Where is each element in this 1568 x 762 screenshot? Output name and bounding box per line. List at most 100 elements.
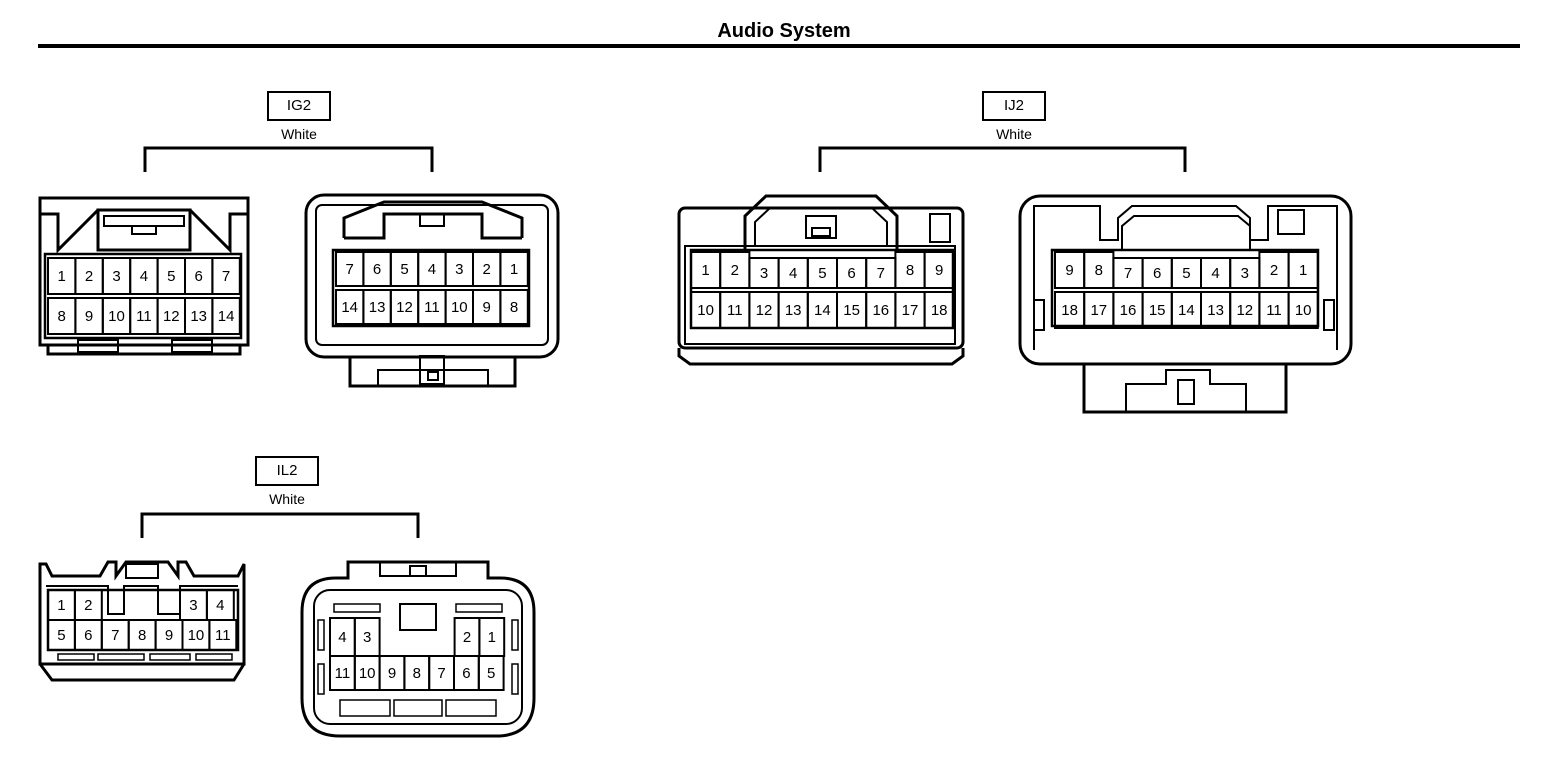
pin-il2-left-11: 11 xyxy=(208,619,238,651)
pin-number: 1 xyxy=(510,261,518,278)
pin-cavity xyxy=(211,297,241,335)
pin-number: 3 xyxy=(455,261,463,278)
pin-number: 2 xyxy=(463,629,471,646)
pin-number: 5 xyxy=(167,268,175,285)
pin-number: 7 xyxy=(1124,265,1132,282)
pin-number: 4 xyxy=(216,597,224,614)
pin-number: 18 xyxy=(931,302,948,319)
pin-il2-left-3: 3 xyxy=(179,589,208,621)
pin-ij2-left-1: 1 xyxy=(690,251,722,289)
pin-ij2-right-4: 4 xyxy=(1200,257,1232,289)
pin-il2-left-4: 4 xyxy=(205,589,235,621)
pin-ig2-left-7: 7 xyxy=(211,257,241,295)
pin-number: 5 xyxy=(1182,265,1190,282)
pin-ig2-left-8: 8 xyxy=(47,297,77,335)
pin-ig2-right-2: 2 xyxy=(472,251,502,287)
pin-number: 2 xyxy=(84,597,92,614)
pin-number: 4 xyxy=(789,265,797,282)
pin-number: 9 xyxy=(165,627,173,644)
pin-il2-left-8: 8 xyxy=(127,619,157,651)
pin-ij2-left-16: 16 xyxy=(865,291,897,329)
pin-number: 3 xyxy=(112,268,120,285)
pin-number: 13 xyxy=(785,302,802,319)
pin-il2-right-4: 4 xyxy=(329,617,356,657)
pin-ij2-left-6: 6 xyxy=(836,257,868,289)
pin-number: 7 xyxy=(111,627,119,644)
pin-number: 1 xyxy=(488,629,496,646)
pin-ij2-right-2: 2 xyxy=(1258,251,1290,289)
pin-number: 2 xyxy=(731,262,739,279)
pin-number: 10 xyxy=(359,665,376,682)
pin-il2-right-6: 6 xyxy=(453,655,480,691)
pin-ig2-right-4: 4 xyxy=(417,251,447,287)
pin-number: 12 xyxy=(1236,302,1253,319)
housing-il2-right xyxy=(300,560,536,738)
pin-ig2-right-6: 6 xyxy=(362,251,392,287)
pin-ij2-right-3: 3 xyxy=(1229,257,1261,289)
pin-il2-right-10: 10 xyxy=(353,655,381,691)
pin-ig2-left-12: 12 xyxy=(156,297,187,335)
pin-ij2-right-7: 7 xyxy=(1112,257,1144,289)
pin-ij2-right-14: 14 xyxy=(1170,291,1203,329)
pin-number: 1 xyxy=(58,268,66,285)
pin-number: 10 xyxy=(697,302,714,319)
pin-il2-left-9: 9 xyxy=(154,619,184,651)
pin-number: 12 xyxy=(163,308,180,325)
pin-il2-left-6: 6 xyxy=(73,619,103,651)
pin-ig2-left-10: 10 xyxy=(101,297,132,335)
pin-number: 6 xyxy=(195,268,203,285)
pin-number: 12 xyxy=(756,302,773,319)
pin-number: 2 xyxy=(483,261,491,278)
connector-code-il2: IL2 xyxy=(255,456,319,486)
pin-number: 8 xyxy=(58,308,66,325)
pin-il2-left-7: 7 xyxy=(100,619,130,651)
pin-number: 11 xyxy=(335,665,351,682)
pin-number: 14 xyxy=(341,299,358,316)
pin-il2-left-1: 1 xyxy=(47,589,76,621)
pin-ij2-left-8: 8 xyxy=(894,251,926,289)
pin-number: 1 xyxy=(701,262,709,279)
pin-number: 18 xyxy=(1061,302,1078,319)
pin-cavity xyxy=(211,257,241,295)
pin-ij2-left-12: 12 xyxy=(748,291,780,329)
bracket-ig2 xyxy=(143,146,434,172)
wire-color-ig2: White xyxy=(281,126,317,142)
pin-il2-right-11: 11 xyxy=(329,655,356,691)
pin-ij2-right-6: 6 xyxy=(1141,257,1173,289)
pin-ij2-left-14: 14 xyxy=(806,291,838,329)
pin-number: 9 xyxy=(85,308,93,325)
pin-number: 4 xyxy=(428,261,436,278)
pin-number: 7 xyxy=(346,261,354,278)
pin-number: 15 xyxy=(1149,302,1166,319)
pin-il2-right-9: 9 xyxy=(378,655,406,691)
pin-number: 12 xyxy=(396,299,413,316)
pin-ij2-left-4: 4 xyxy=(777,257,809,289)
pin-cavity xyxy=(208,619,238,651)
pin-cavity xyxy=(1287,291,1319,329)
pin-number: 9 xyxy=(388,665,396,682)
pin-il2-left-2: 2 xyxy=(73,589,103,621)
pin-number: 5 xyxy=(400,261,408,278)
pin-number: 15 xyxy=(843,302,860,319)
pin-number: 7 xyxy=(437,665,445,682)
housing-ig2-right xyxy=(304,193,560,388)
pin-ij2-right-9: 9 xyxy=(1054,251,1086,289)
pin-number: 7 xyxy=(877,265,885,282)
pin-number: 2 xyxy=(1270,262,1278,279)
pin-number: 3 xyxy=(1241,265,1249,282)
pin-number: 14 xyxy=(814,302,831,319)
pin-ig2-left-9: 9 xyxy=(74,297,104,335)
pin-ij2-right-16: 16 xyxy=(1112,291,1144,329)
pin-number: 1 xyxy=(57,597,65,614)
pin-cavity xyxy=(923,251,955,289)
pin-ig2-right-10: 10 xyxy=(444,289,475,325)
pin-number: 2 xyxy=(85,268,93,285)
pin-number: 5 xyxy=(57,627,65,644)
page-title: Audio System xyxy=(717,20,851,42)
pin-ig2-right-5: 5 xyxy=(389,251,420,287)
pin-number: 16 xyxy=(1120,302,1137,319)
pin-ij2-right-13: 13 xyxy=(1200,291,1232,329)
pin-number: 13 xyxy=(1207,302,1224,319)
connector-code-ig2: IG2 xyxy=(267,91,331,121)
